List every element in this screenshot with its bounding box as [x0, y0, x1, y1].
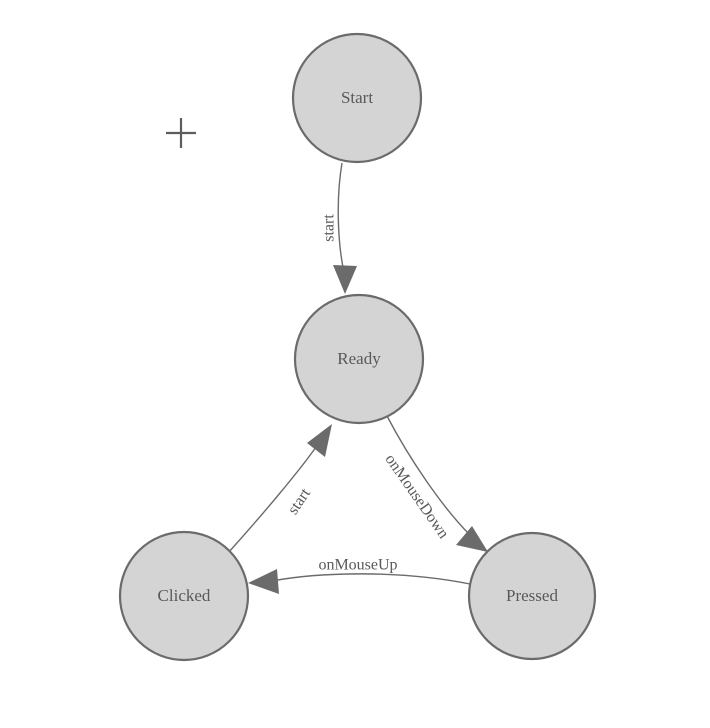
- node-start-label: Start: [341, 88, 373, 107]
- edge-label-ready-to-pressed: onMouseDown: [381, 451, 452, 542]
- edge-ready-to-pressed[interactable]: onMouseDown: [381, 415, 488, 552]
- node-start-circle[interactable]: [291, 32, 423, 164]
- edge-label-clicked-to-ready: start: [285, 485, 315, 518]
- node-pressed[interactable]: Pressed: [467, 531, 597, 661]
- node-pressed-label: Pressed: [506, 586, 558, 605]
- node-pressed-circle[interactable]: [467, 531, 597, 661]
- edge-pressed-to-clicked[interactable]: onMouseUp: [248, 557, 471, 594]
- plus-marker-icon[interactable]: [166, 118, 196, 148]
- arrowhead-pressed-to-clicked: [248, 569, 279, 594]
- node-ready-circle[interactable]: [293, 293, 425, 425]
- edge-start-to-ready[interactable]: start: [321, 162, 357, 294]
- edge-path-start-to-ready[interactable]: [337, 162, 345, 273]
- node-clicked-circle[interactable]: [118, 530, 250, 662]
- edge-clicked-to-ready[interactable]: start: [227, 424, 332, 554]
- arrowhead-clicked-to-ready: [307, 424, 332, 457]
- edge-label-pressed-to-clicked: onMouseUp: [318, 557, 397, 574]
- node-ready[interactable]: Ready: [293, 293, 425, 425]
- node-start[interactable]: Start: [291, 32, 423, 164]
- edge-label-start-to-ready: start: [321, 214, 338, 242]
- edge-path-pressed-to-clicked[interactable]: [271, 573, 471, 585]
- arrowhead-ready-to-pressed: [456, 526, 488, 552]
- arrowhead-start-to-ready: [333, 265, 357, 294]
- edge-path-clicked-to-ready[interactable]: [227, 446, 317, 554]
- node-clicked-label: Clicked: [158, 586, 211, 605]
- node-clicked[interactable]: Clicked: [118, 530, 250, 662]
- edge-path-ready-to-pressed[interactable]: [386, 415, 471, 536]
- node-ready-label: Ready: [337, 349, 381, 368]
